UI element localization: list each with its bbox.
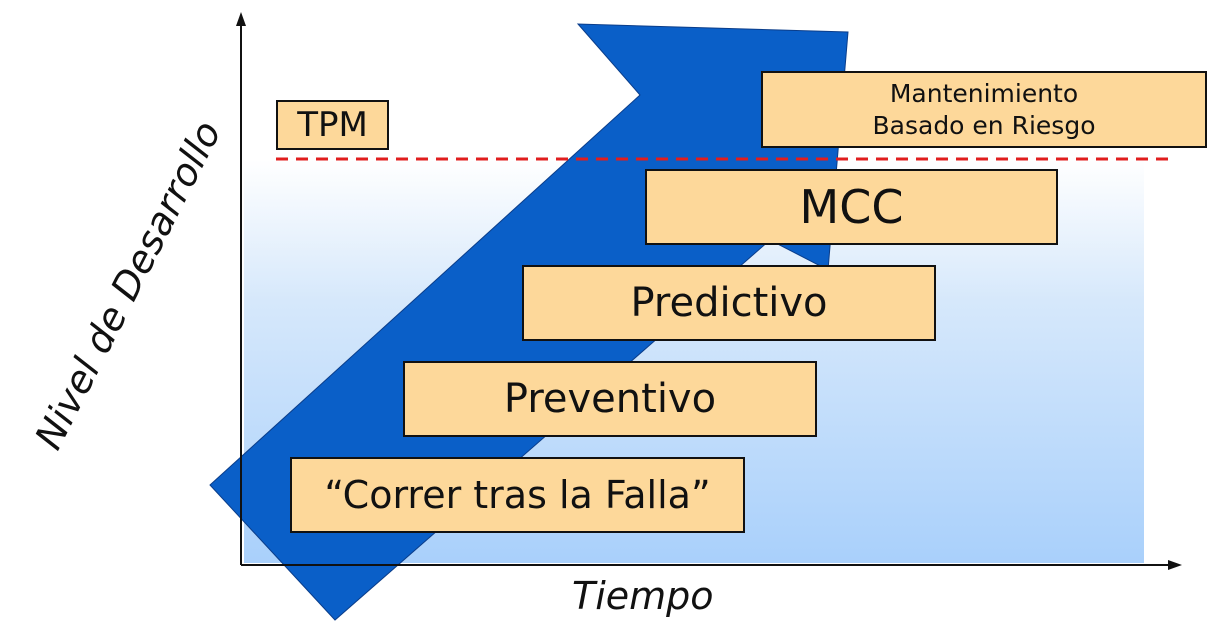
tpm-box: TPM: [276, 100, 389, 150]
stage-label-correr: “Correr tras la Falla”: [324, 473, 711, 517]
stage-box-mcc: MCC: [645, 169, 1058, 245]
x-axis-label: Tiempo: [572, 574, 714, 618]
stage-box-predictivo: Predictivo: [522, 265, 936, 341]
stage-label-predictivo: Predictivo: [630, 280, 828, 326]
tpm-label: TPM: [297, 104, 368, 145]
stage-label-riesgo-line1: Mantenimiento: [889, 79, 1079, 109]
x-axis-arrowhead: [1168, 560, 1182, 570]
stage-box-correr: “Correr tras la Falla”: [290, 457, 745, 533]
stage-label-preventivo: Preventivo: [503, 376, 717, 422]
y-axis-arrowhead: [236, 12, 246, 26]
stage-label-riesgo-line2: Basado en Riesgo: [872, 110, 1096, 140]
stage-box-riesgo: Mantenimiento Basado en Riesgo: [761, 71, 1207, 148]
stage-box-preventivo: Preventivo: [403, 361, 817, 437]
stage-label-mcc: MCC: [799, 180, 904, 234]
